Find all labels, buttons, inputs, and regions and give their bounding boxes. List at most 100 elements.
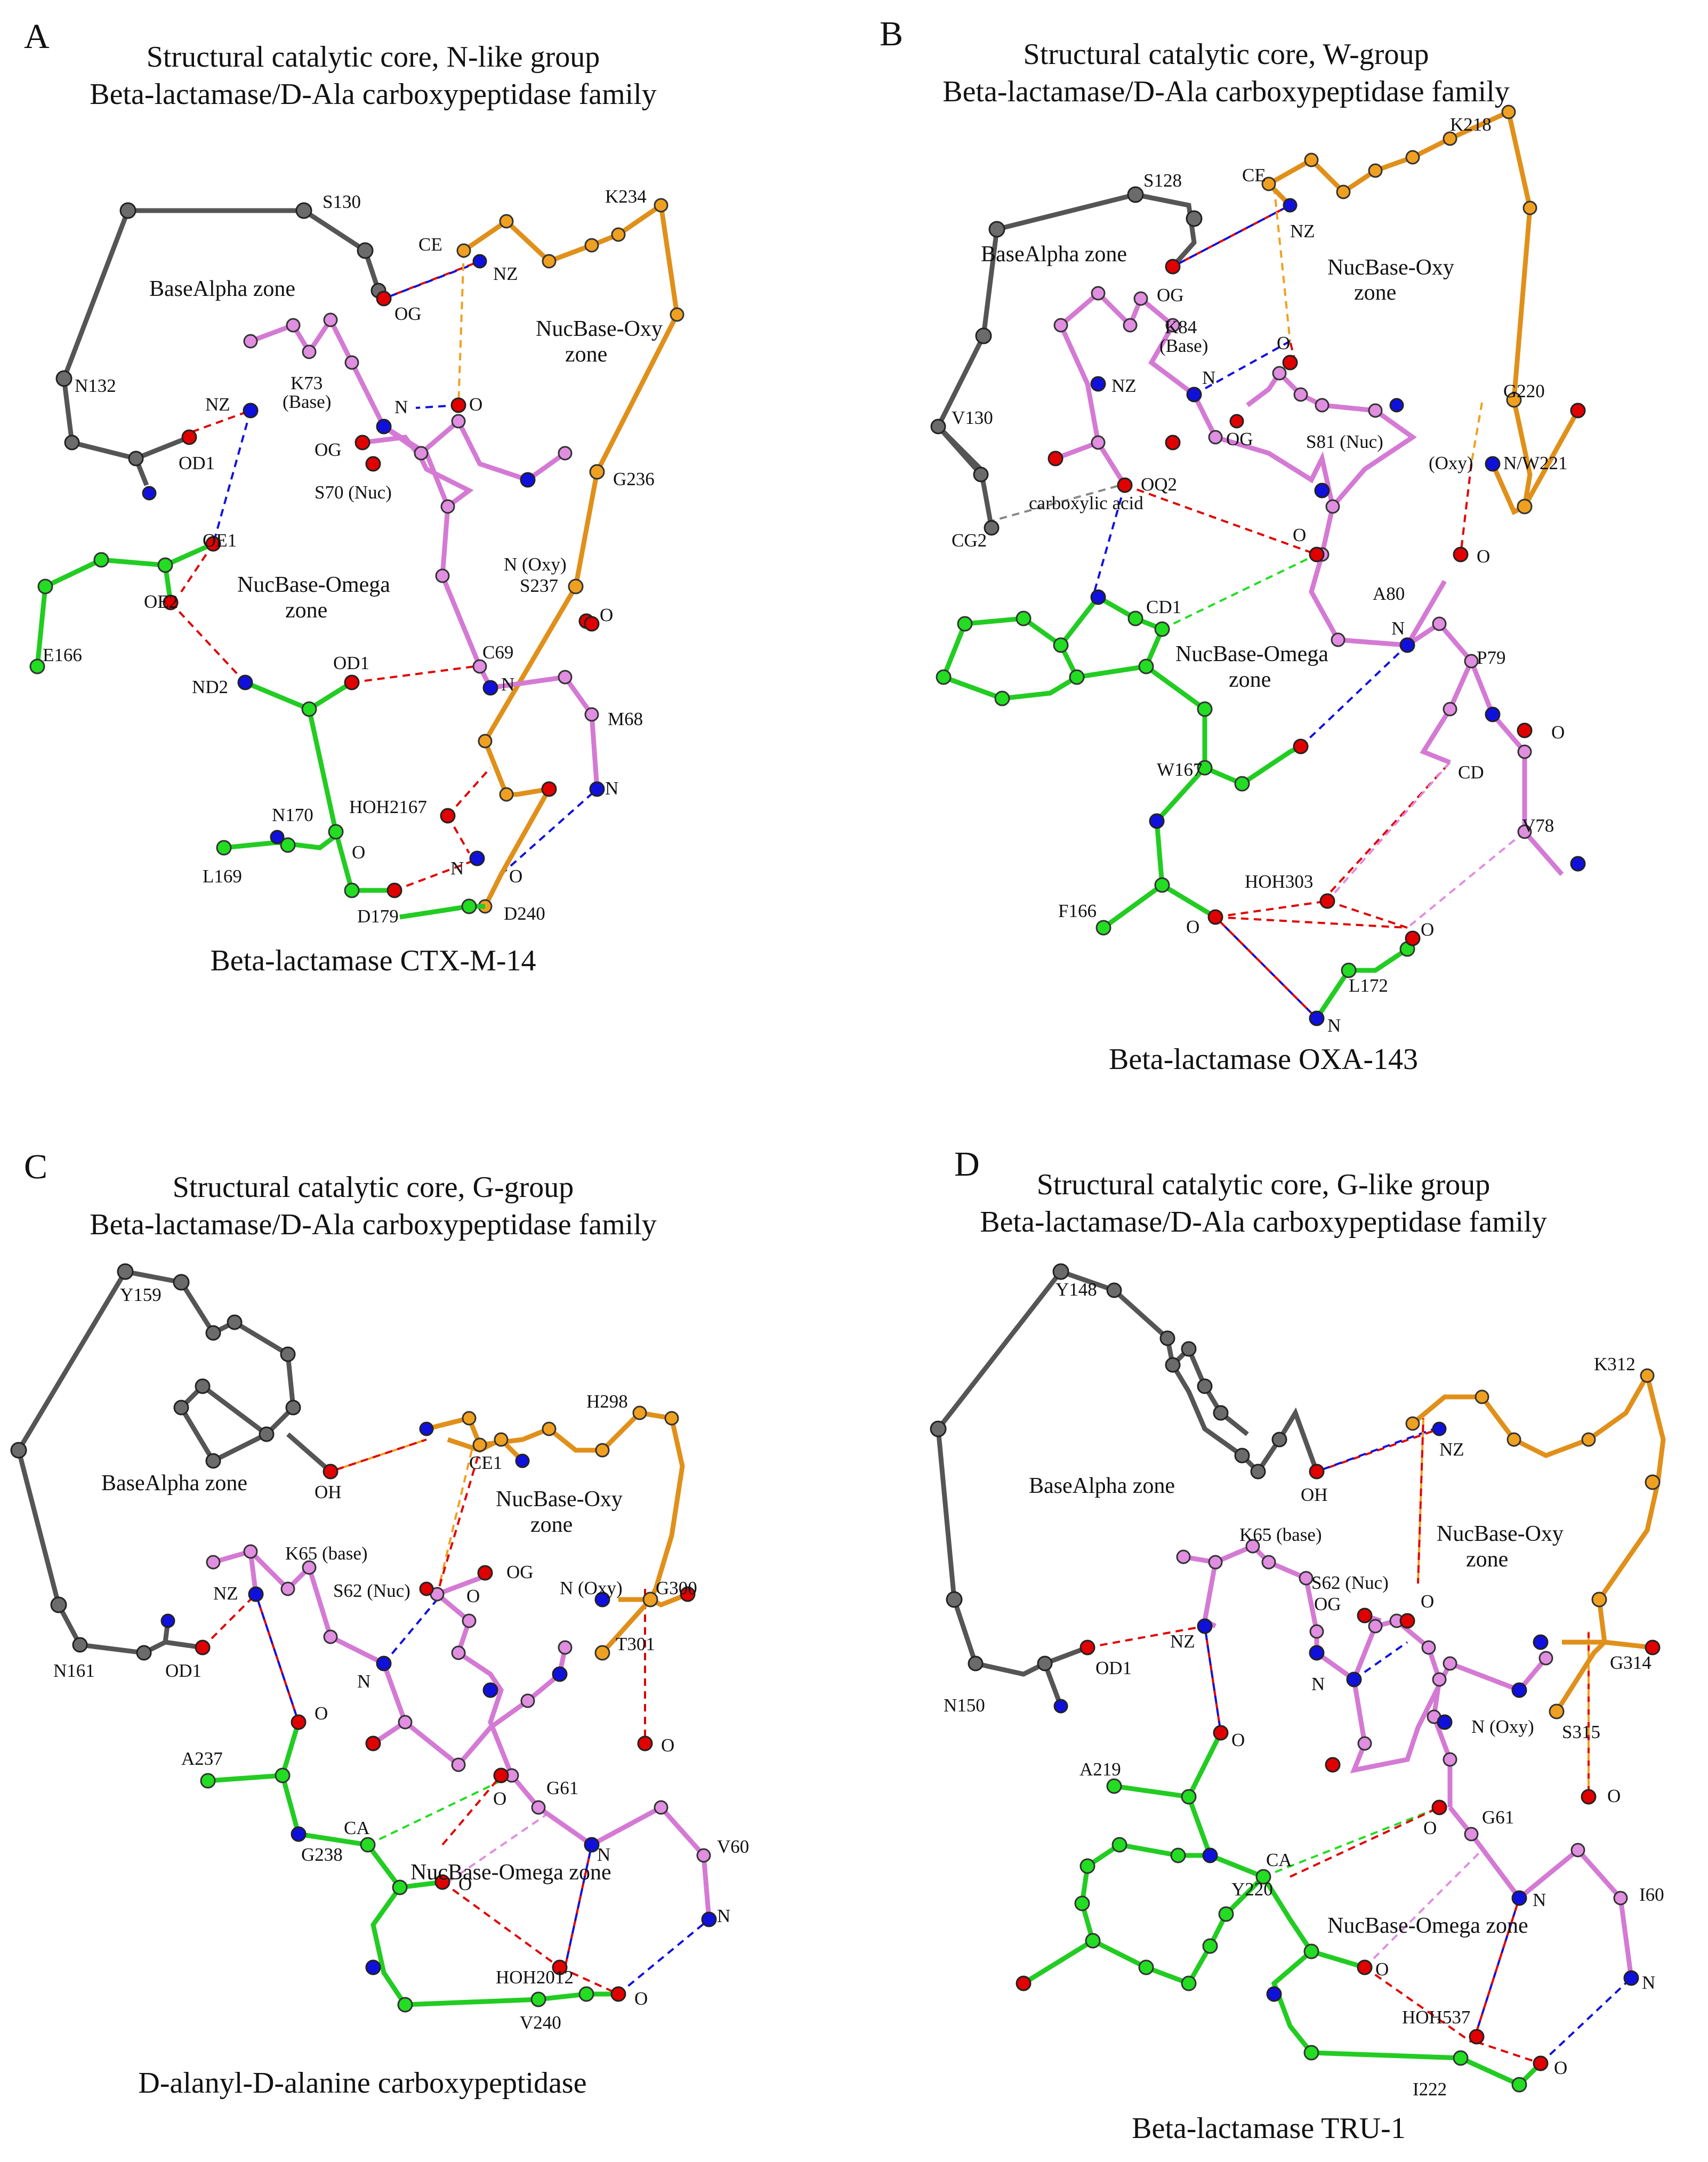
atom-label: N (Oxy) [560,1578,623,1598]
zone-label: BaseAlpha zone [981,242,1127,267]
omega-chain [1016,1725,1549,2093]
panel-title: Structural catalytic core, N-like group [147,41,600,74]
panel-caption: Beta-lactamase CTX-M-14 [210,944,536,977]
atom-label: OD1 [1095,1658,1132,1678]
panel-caption: D-alanyl-D-alanine carboxypeptidase [138,2067,586,2100]
atom-label: G220 [1503,381,1545,401]
atom-label: O [509,866,522,887]
atom-label: C69 [482,642,513,663]
atom-label: N [1533,1890,1546,1910]
panel-subtitle: Beta-lactamase/D-Ala carboxypeptidase fa… [980,1205,1547,1239]
base-alpha-chain [10,1263,339,1661]
atom-label: O [1421,1591,1434,1612]
atom-label: N [394,397,408,417]
atom-label: O [1186,917,1199,937]
atom-label: Y220 [1231,1879,1273,1900]
atom-label: NZ [1111,375,1137,396]
atom-label: OG [1157,285,1184,306]
panel-subtitle: Beta-lactamase/D-Ala carboxypeptidase fa… [90,78,657,111]
panel-title: Structural catalytic core, G-group [173,1171,574,1204]
nuc-chain [243,312,605,797]
zone-labels: BaseAlpha zone NucBase-Oxy zone NucBase-… [981,242,1454,692]
atom-label: N [597,1844,610,1865]
atom-label: OD1 [179,453,215,473]
atom-label: G300 [656,1578,697,1598]
atom-label: A80 [1373,583,1405,604]
atom-label: N170 [272,805,313,825]
panel-letter: A [24,17,50,56]
nuc-chain [1048,286,1586,876]
atom-label: HOH2012 [496,1967,574,1988]
atom-label: S315 [1562,1722,1600,1742]
panel-caption: Beta-lactamase TRU-1 [1132,2112,1406,2145]
base-alpha-chain [930,1263,1325,1714]
atom-label: OH [315,1482,342,1502]
atom-label: N [1327,1015,1341,1036]
atom-label: (Oxy) [1429,453,1473,473]
atom-label: ND2 [192,677,228,697]
panel-title: Structural catalytic core, G-like group [1037,1168,1491,1201]
atom-label: L172 [1349,975,1388,996]
atom-label: O [600,605,613,625]
atom-label: I60 [1639,1884,1664,1905]
atom-label: NZ [213,1583,238,1604]
atom-label: K312 [1594,1354,1636,1375]
atom-label: CE1 [469,1452,502,1473]
zone-label: BaseAlpha zone [101,1471,247,1496]
oxy-chain [419,1405,696,1661]
atom-label: N/W221 [1503,453,1568,473]
atom-label: OG [394,303,422,324]
panel-title: Structural catalytic core, W-group [1024,38,1429,71]
atom-label: (Base) [1159,335,1208,356]
panel-subtitle: Beta-lactamase/D-Ala carboxypeptidase fa… [942,75,1510,108]
panel-d: D Structural catalytic core, G-like grou… [930,1145,1666,2145]
atom-label: G236 [613,469,655,489]
atom-label: G314 [1610,1652,1651,1673]
atom-label: O [458,1874,472,1894]
hbond-lines [986,186,1526,1019]
atom-label: E166 [43,645,82,665]
oxy-chain [456,198,684,914]
atom-label: S62 (Nuc) [333,1580,410,1601]
atom-label: P79 [1477,647,1505,668]
atom-label: G61 [546,1778,578,1798]
atom-label: O [1231,1730,1245,1750]
atom-label: N [605,778,618,799]
panel-letter: C [24,1147,47,1186]
atom-label: CD [1458,762,1484,783]
atom-label: D179 [357,906,399,927]
atom-label: O [1375,1959,1389,1980]
atom-label: T301 [616,1634,655,1654]
atom-label: NZ [1290,221,1315,242]
zone-label: NucBase-Omega [1175,642,1328,666]
atom-label: K218 [1450,114,1492,135]
zone-label: zone [565,342,607,367]
zone-label: zone [1466,1547,1508,1572]
omega-chain [936,589,1421,1026]
atom-label: S130 [323,191,361,212]
panel-b: B Structural catalytic core, W-group Bet… [880,14,1586,1076]
atom-label: S70 (Nuc) [315,482,392,503]
base-alpha-chain [930,186,1203,536]
omega-chain [29,536,485,920]
atom-label: HOH303 [1245,871,1313,892]
atom-label: CE [1242,165,1266,186]
atom-label: K65 (base) [285,1543,368,1564]
atom-label: N (Oxy) [1471,1716,1534,1737]
atom-label: N [1311,1674,1325,1694]
omega-chain [200,1714,626,2013]
atom-label: (Base) [283,391,331,412]
zone-label: NucBase-Oxy [496,1487,623,1512]
oxy-chain [1405,1368,1666,1719]
atom-label: O [1554,2057,1567,2078]
atom-label: CG2 [952,530,987,551]
atom-label: G61 [1482,1807,1514,1828]
atom-label: K65 (base) [1239,1524,1322,1545]
atom-labels: S130 CE NZ K234 OG N132 NZ K73 (Base) N … [43,186,655,927]
atom-label: V130 [952,407,993,428]
atom-label: G238 [301,1844,343,1865]
atom-label: N [1202,367,1215,388]
atom-label: O [1293,525,1306,545]
zone-label: zone [1354,280,1396,305]
atom-label: W167 [1157,759,1203,780]
